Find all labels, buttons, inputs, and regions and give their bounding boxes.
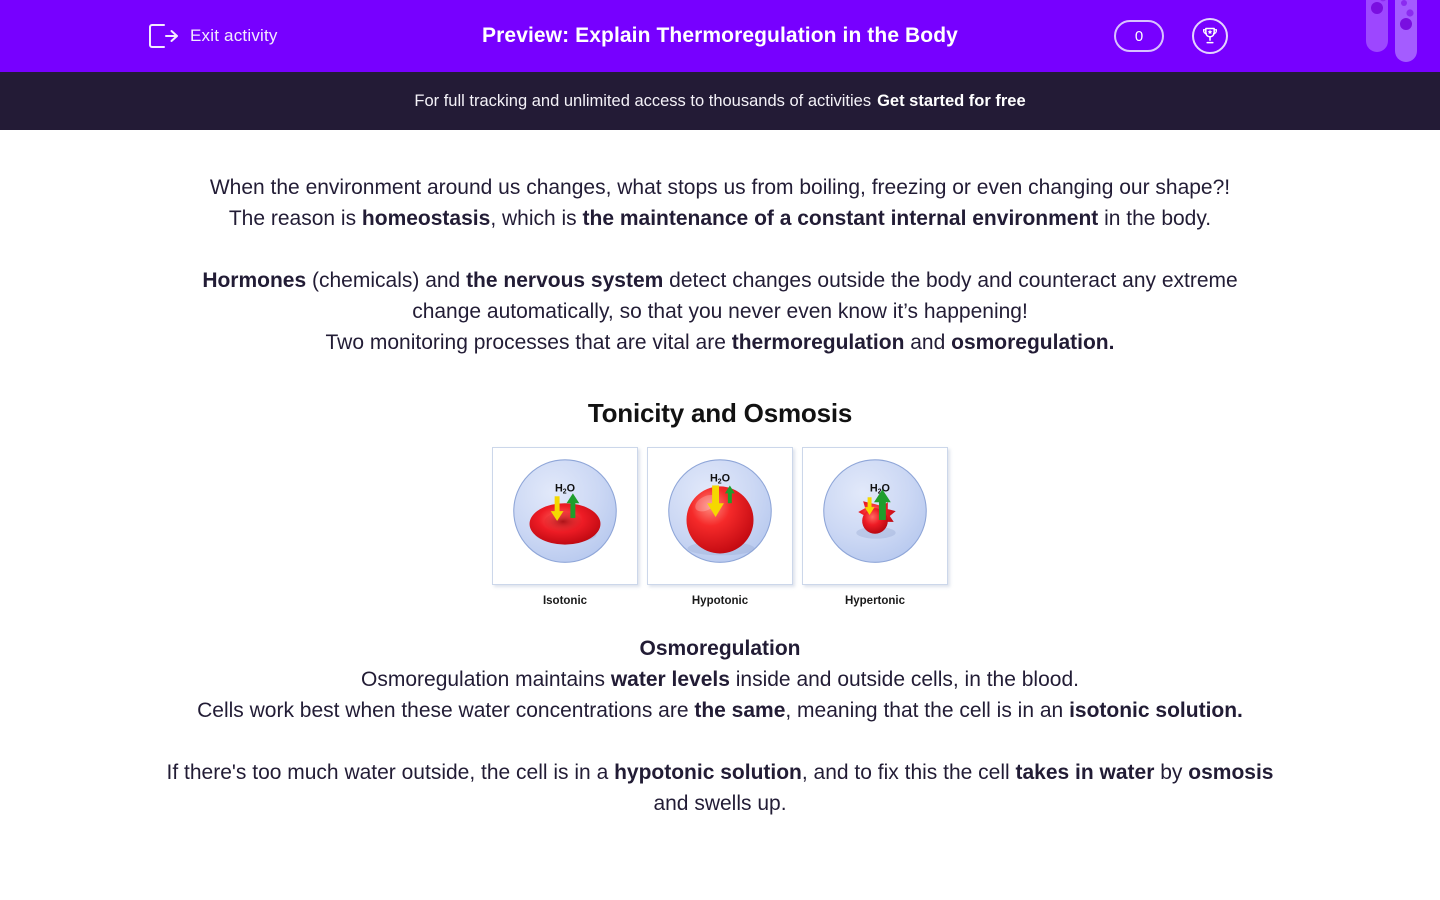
- panel-hypertonic: H2O Hypertonic: [802, 447, 948, 607]
- definition-homeostasis: the maintenance of a constant internal e…: [582, 207, 1099, 230]
- trophy-button[interactable]: [1192, 18, 1228, 54]
- intro-line-2a: The reason is: [228, 207, 362, 230]
- intro-line-2c: , which is: [490, 207, 583, 230]
- hormones-paragraph: Hormones (chemicals) and the nervous sys…: [165, 265, 1275, 358]
- term-osmoregulation: osmoregulation.: [951, 331, 1115, 354]
- tonicity-figure: Tonicity and Osmosis: [478, 384, 962, 607]
- hypo-e: by: [1154, 761, 1189, 784]
- term-hormones: Hormones: [202, 269, 307, 292]
- hormones-t1: (chemicals) and: [306, 269, 467, 292]
- figure-panels: H2O Isotonic: [478, 447, 962, 607]
- osmo-l1c: inside and outside cells, in the blood.: [729, 668, 1079, 691]
- term-thermoregulation: thermoregulation: [731, 331, 905, 354]
- exit-activity-label: Exit activity: [190, 26, 278, 45]
- hypotonic-paragraph: If there's too much water outside, the c…: [165, 757, 1275, 819]
- panel-isotonic-label: Isotonic: [542, 595, 588, 607]
- figure-title: Tonicity and Osmosis: [587, 398, 853, 428]
- svg-text:H2O: H2O: [710, 473, 730, 486]
- svg-text:H2O: H2O: [870, 482, 890, 495]
- term-homeostasis: homeostasis: [361, 207, 491, 230]
- paragraph-spacer: [0, 234, 1440, 265]
- panel-hypertonic-image: H2O: [802, 447, 948, 585]
- hormones-t2: detect changes outside the body and coun…: [412, 269, 1238, 323]
- intro-line-2e: in the body.: [1098, 207, 1212, 230]
- hormones-t3: Two monitoring processes that are vital …: [325, 331, 732, 354]
- term-osmosis: osmosis: [1188, 761, 1274, 784]
- term-takes-in-water: takes in water: [1015, 761, 1155, 784]
- score-badge[interactable]: 0: [1114, 20, 1164, 52]
- term-nervous-system: the nervous system: [466, 269, 664, 292]
- osmo-l2a: Cells work best when these water concent…: [197, 699, 695, 722]
- header-actions: 0: [1114, 18, 1228, 54]
- lesson-content: When the environment around us changes, …: [0, 130, 1440, 819]
- svg-text:H2O: H2O: [555, 482, 575, 495]
- get-started-link[interactable]: Get started for free: [877, 91, 1026, 110]
- intro-line-1: When the environment around us changes, …: [209, 176, 1231, 199]
- panel-hypotonic-image: H2O: [647, 447, 793, 585]
- exit-arrow-icon: [148, 23, 178, 49]
- intro-paragraph: When the environment around us changes, …: [165, 172, 1275, 234]
- panel-hypotonic-label: Hypotonic: [691, 595, 749, 607]
- promo-text: For full tracking and unlimited access t…: [414, 91, 872, 110]
- panel-hypertonic-label: Hypertonic: [844, 595, 906, 607]
- hypo-g: and swells up.: [653, 792, 787, 815]
- hypo-a: If there's too much water outside, the c…: [166, 761, 615, 784]
- test-tubes-icon: [1362, 0, 1426, 72]
- osmoregulation-heading: Osmoregulation: [639, 637, 801, 660]
- osmo-l2c: , meaning that the cell is in an: [785, 699, 1070, 722]
- panel-isotonic: H2O Isotonic: [492, 447, 638, 607]
- osmo-l1a: Osmoregulation maintains: [361, 668, 611, 691]
- promo-banner: For full tracking and unlimited access t…: [0, 72, 1440, 130]
- hormones-t4: and: [904, 331, 952, 354]
- exit-activity-button[interactable]: Exit activity: [148, 23, 278, 49]
- trophy-icon: [1200, 26, 1220, 46]
- term-hypotonic-solution: hypotonic solution: [614, 761, 802, 784]
- panel-isotonic-image: H2O: [492, 447, 638, 585]
- term-isotonic-solution: isotonic solution.: [1069, 699, 1243, 722]
- hypo-c: , and to fix this the cell: [801, 761, 1016, 784]
- term-the-same: the same: [694, 699, 786, 722]
- term-water-levels: water levels: [610, 668, 730, 691]
- osmoregulation-paragraph: Osmoregulation maintains water levels in…: [165, 664, 1275, 726]
- figure-spacer: [0, 607, 1440, 633]
- paragraph-spacer-2: [0, 726, 1440, 757]
- panel-hypotonic: H2O Hypotonic: [647, 447, 793, 607]
- score-value: 0: [1134, 27, 1144, 45]
- app-header: Exit activity Preview: Explain Thermoreg…: [0, 0, 1440, 72]
